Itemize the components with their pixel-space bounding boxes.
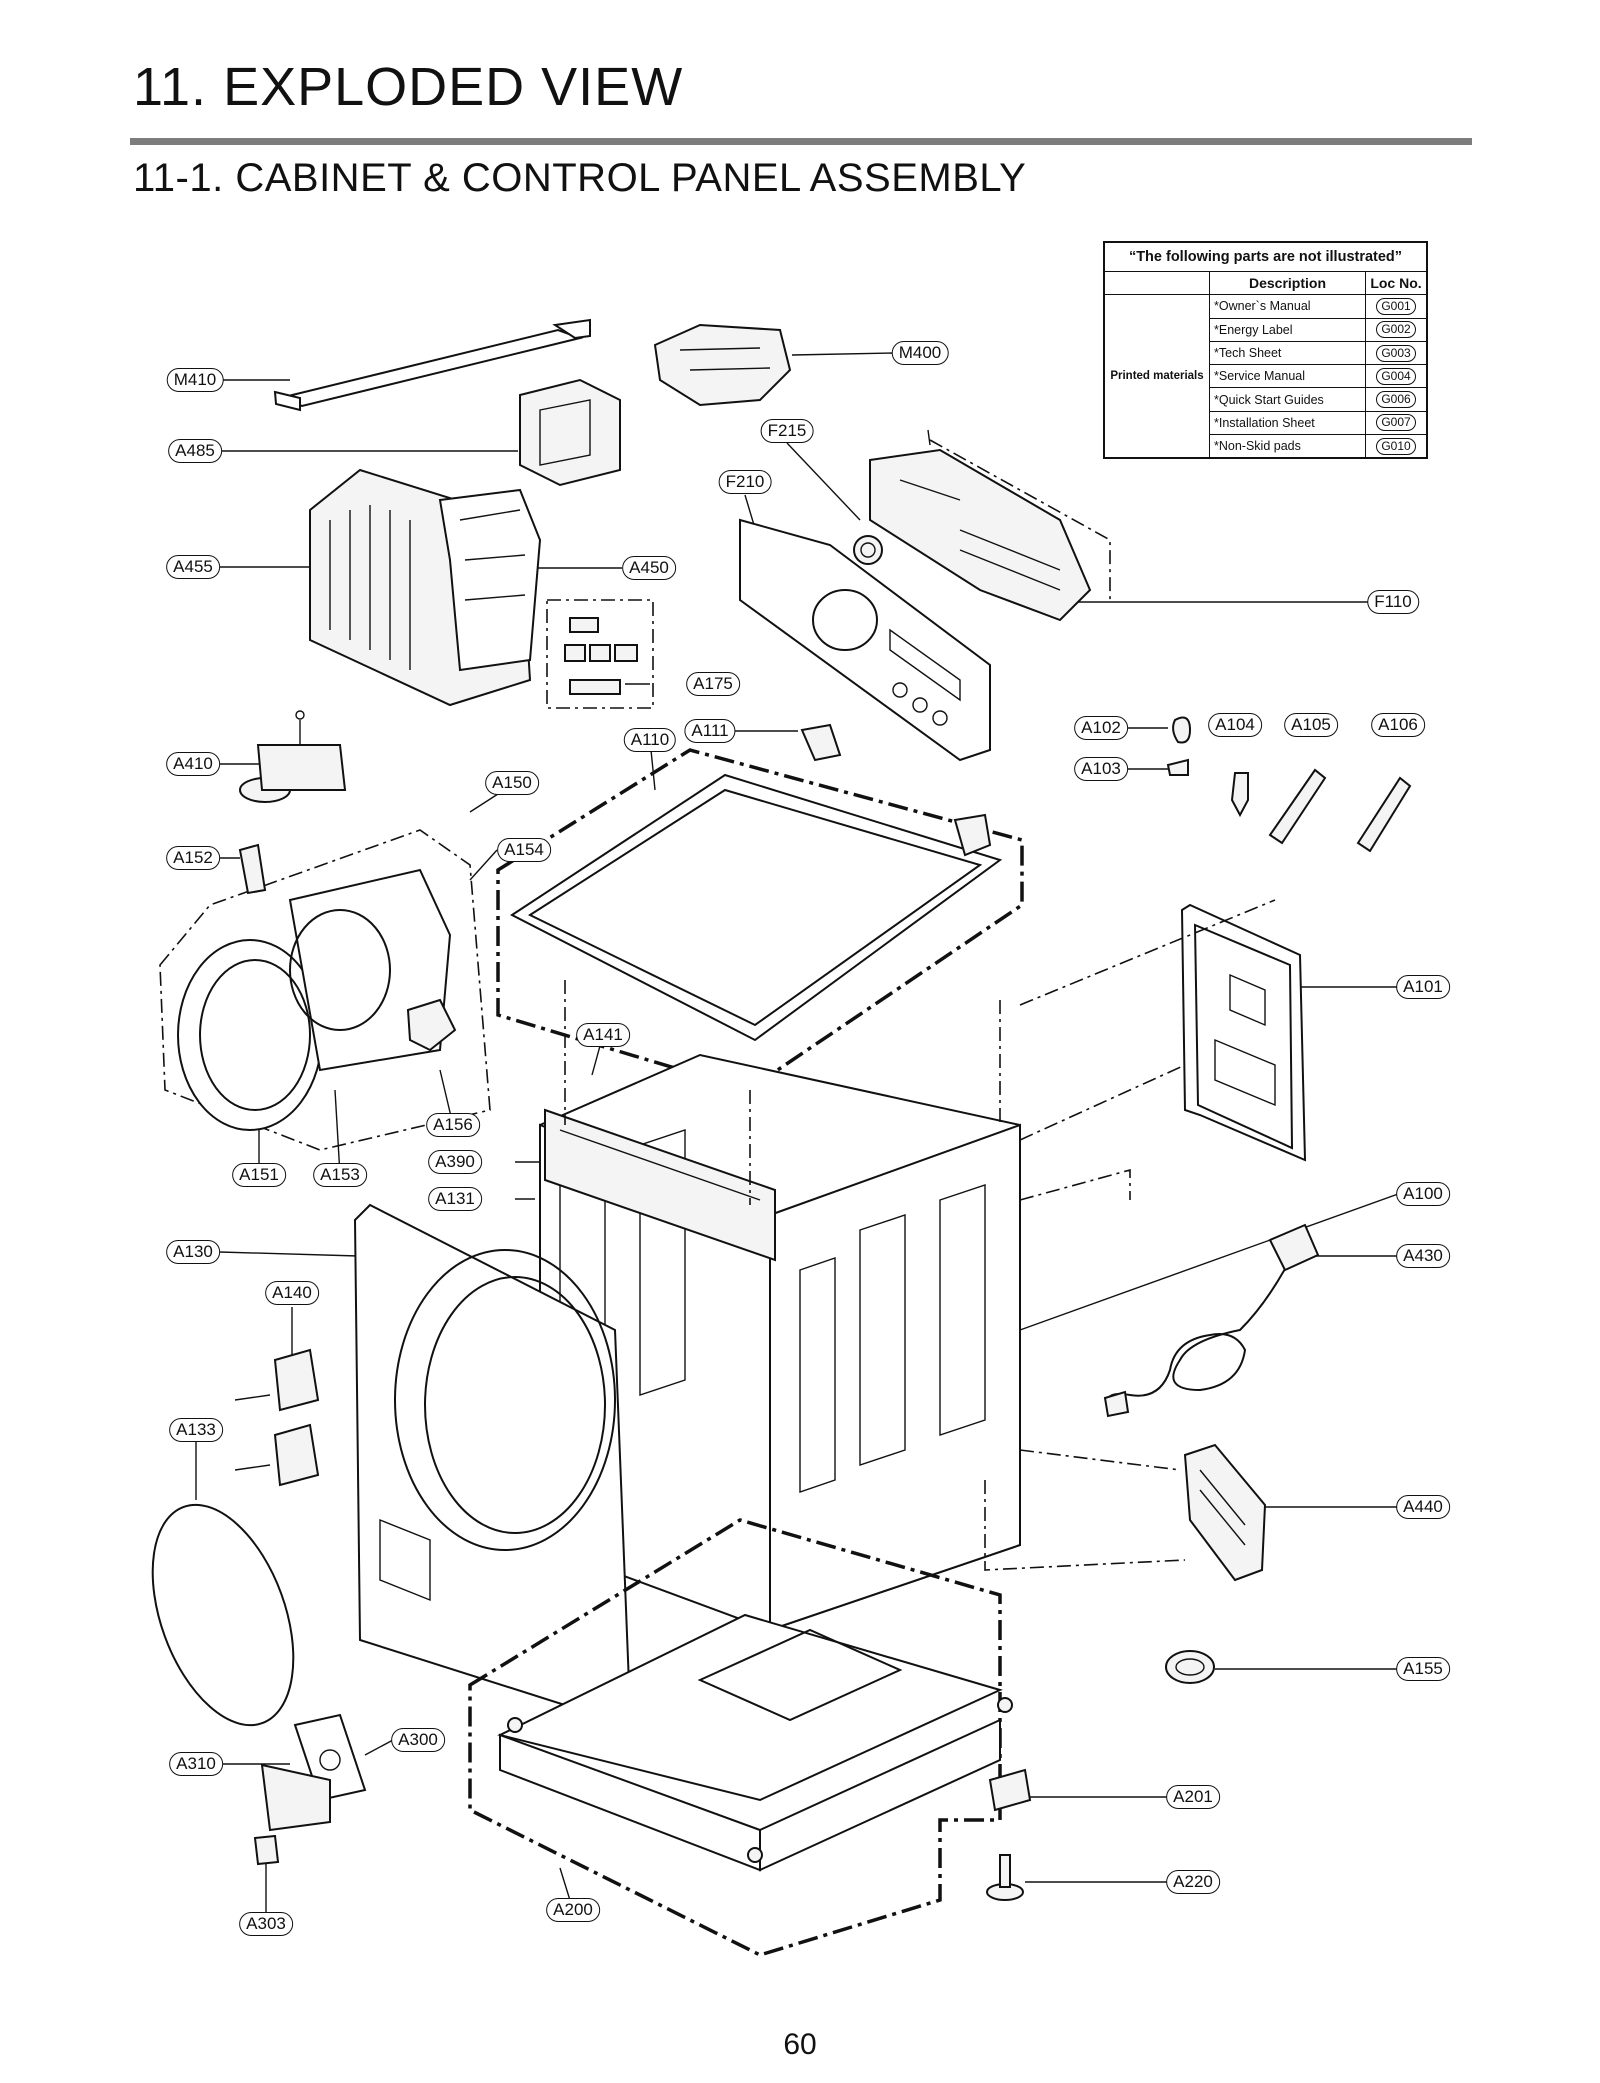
callout-a450: A450: [622, 556, 676, 580]
callout-a102: A102: [1074, 716, 1128, 740]
row-description: *Energy Label: [1209, 317, 1366, 342]
row-loc: G003: [1376, 344, 1416, 362]
callout-a303: A303: [239, 1912, 293, 1936]
leveling-foot-a220: [986, 1854, 1024, 1901]
row-description: *Tech Sheet: [1209, 340, 1366, 366]
title-rule: [130, 138, 1472, 145]
screw-part-a303: [253, 1834, 280, 1866]
row-description: *Quick Start Guides: [1209, 387, 1366, 412]
page-number: 60: [783, 2028, 817, 2061]
callout-a101: A101: [1396, 975, 1450, 999]
valve-part-a410: [239, 710, 347, 803]
callout-a300: A300: [391, 1728, 445, 1752]
callout-a150: A150: [485, 771, 539, 795]
cap-part-a155: [1165, 1650, 1215, 1684]
filter-part-a440: [984, 1443, 1267, 1582]
callout-a104: A104: [1208, 713, 1262, 737]
back-cover-a101: [1019, 899, 1307, 1201]
callout-a105: A105: [1284, 713, 1338, 737]
control-panel-f210: [739, 518, 991, 762]
clips-part-a175: [546, 599, 654, 709]
table-row: *Tech Sheet G003: [1104, 340, 1428, 366]
callout-a141: A141: [576, 1023, 630, 1047]
callout-a390: A390: [428, 1150, 482, 1174]
row-loc: G004: [1376, 367, 1416, 385]
row-loc: G010: [1376, 437, 1416, 455]
callout-m410: M410: [166, 368, 224, 392]
callout-f215: F215: [760, 419, 814, 443]
callout-a103: A103: [1074, 757, 1128, 781]
table-row: *Quick Start Guides G006: [1104, 387, 1428, 412]
callout-m400: M400: [891, 341, 949, 365]
callout-a100: A100: [1396, 1182, 1450, 1206]
table-row: *Installation Sheet G007: [1104, 410, 1428, 436]
callout-a430: A430: [1396, 1244, 1450, 1268]
row-loc: G002: [1376, 321, 1416, 339]
pcb-part-f110: [869, 429, 1111, 622]
callout-a111: A111: [684, 719, 736, 743]
table-row: *Non-Skid pads G010: [1104, 434, 1428, 459]
knob-part-f215: [853, 535, 883, 565]
table-caption: “The following parts are not illustrated…: [1103, 241, 1428, 272]
top-cover-a110: [496, 723, 1024, 1092]
callout-f110: F110: [1367, 590, 1419, 614]
callout-a310: A310: [169, 1752, 223, 1776]
callout-a153: A153: [313, 1163, 367, 1187]
section-title: 11-1. CABINET & CONTROL PANEL ASSEMBLY: [133, 156, 1027, 200]
callout-a175: A175: [686, 672, 740, 696]
col-description: Description: [1209, 270, 1366, 296]
callout-a200: A200: [546, 1898, 600, 1922]
bracket-part-m410: [273, 318, 591, 412]
table-row: *Energy Label G002: [1104, 317, 1428, 342]
callout-a133: A133: [169, 1418, 223, 1442]
callout-a131: A131: [428, 1187, 482, 1211]
callout-a410: A410: [166, 752, 220, 776]
callout-a485: A485: [168, 439, 222, 463]
small-parts-a102-a106: [1166, 716, 1412, 853]
row-loc: G001: [1376, 297, 1416, 315]
callout-a155: A155: [1396, 1657, 1450, 1681]
callout-a220: A220: [1166, 1870, 1220, 1894]
callout-a110: A110: [623, 728, 677, 752]
col-loc: Loc No.: [1365, 270, 1428, 296]
power-cord-a430: [1103, 1223, 1320, 1418]
hinge-part-a140: [234, 1348, 320, 1487]
pcb-assembly-a455-a450: [309, 468, 542, 707]
row-description: *Installation Sheet: [1209, 410, 1366, 436]
callout-a130: A130: [166, 1240, 220, 1264]
module-part-m400: [653, 323, 792, 407]
callout-a140: A140: [265, 1281, 319, 1305]
tub-front-assembly-a150: [159, 829, 491, 1151]
module-part-a485: [519, 378, 621, 487]
base-frame-a200: [468, 1518, 1013, 1957]
row-description: *Non-Skid pads: [1209, 434, 1366, 459]
callout-a152: A152: [166, 846, 220, 870]
callout-a154: A154: [497, 838, 551, 862]
callout-a106: A106: [1371, 713, 1425, 737]
callout-a440: A440: [1396, 1495, 1450, 1519]
page-title: 11. EXPLODED VIEW: [133, 57, 684, 117]
foot-bracket-a201: [988, 1768, 1032, 1812]
callout-a455: A455: [166, 555, 220, 579]
callout-f210: F210: [718, 470, 772, 494]
row-description: *Owner`s Manual: [1209, 294, 1366, 319]
callout-a151: A151: [232, 1163, 286, 1187]
row-loc: G007: [1376, 414, 1416, 432]
callout-a201: A201: [1166, 1785, 1220, 1809]
callout-a156: A156: [426, 1113, 480, 1137]
not-illustrated-table: “The following parts are not illustrated…: [1103, 241, 1428, 460]
drain-cover-a300-a310: [260, 1713, 367, 1832]
row-loc: G006: [1376, 391, 1416, 409]
clamp-ring-a133: [151, 1503, 295, 1727]
